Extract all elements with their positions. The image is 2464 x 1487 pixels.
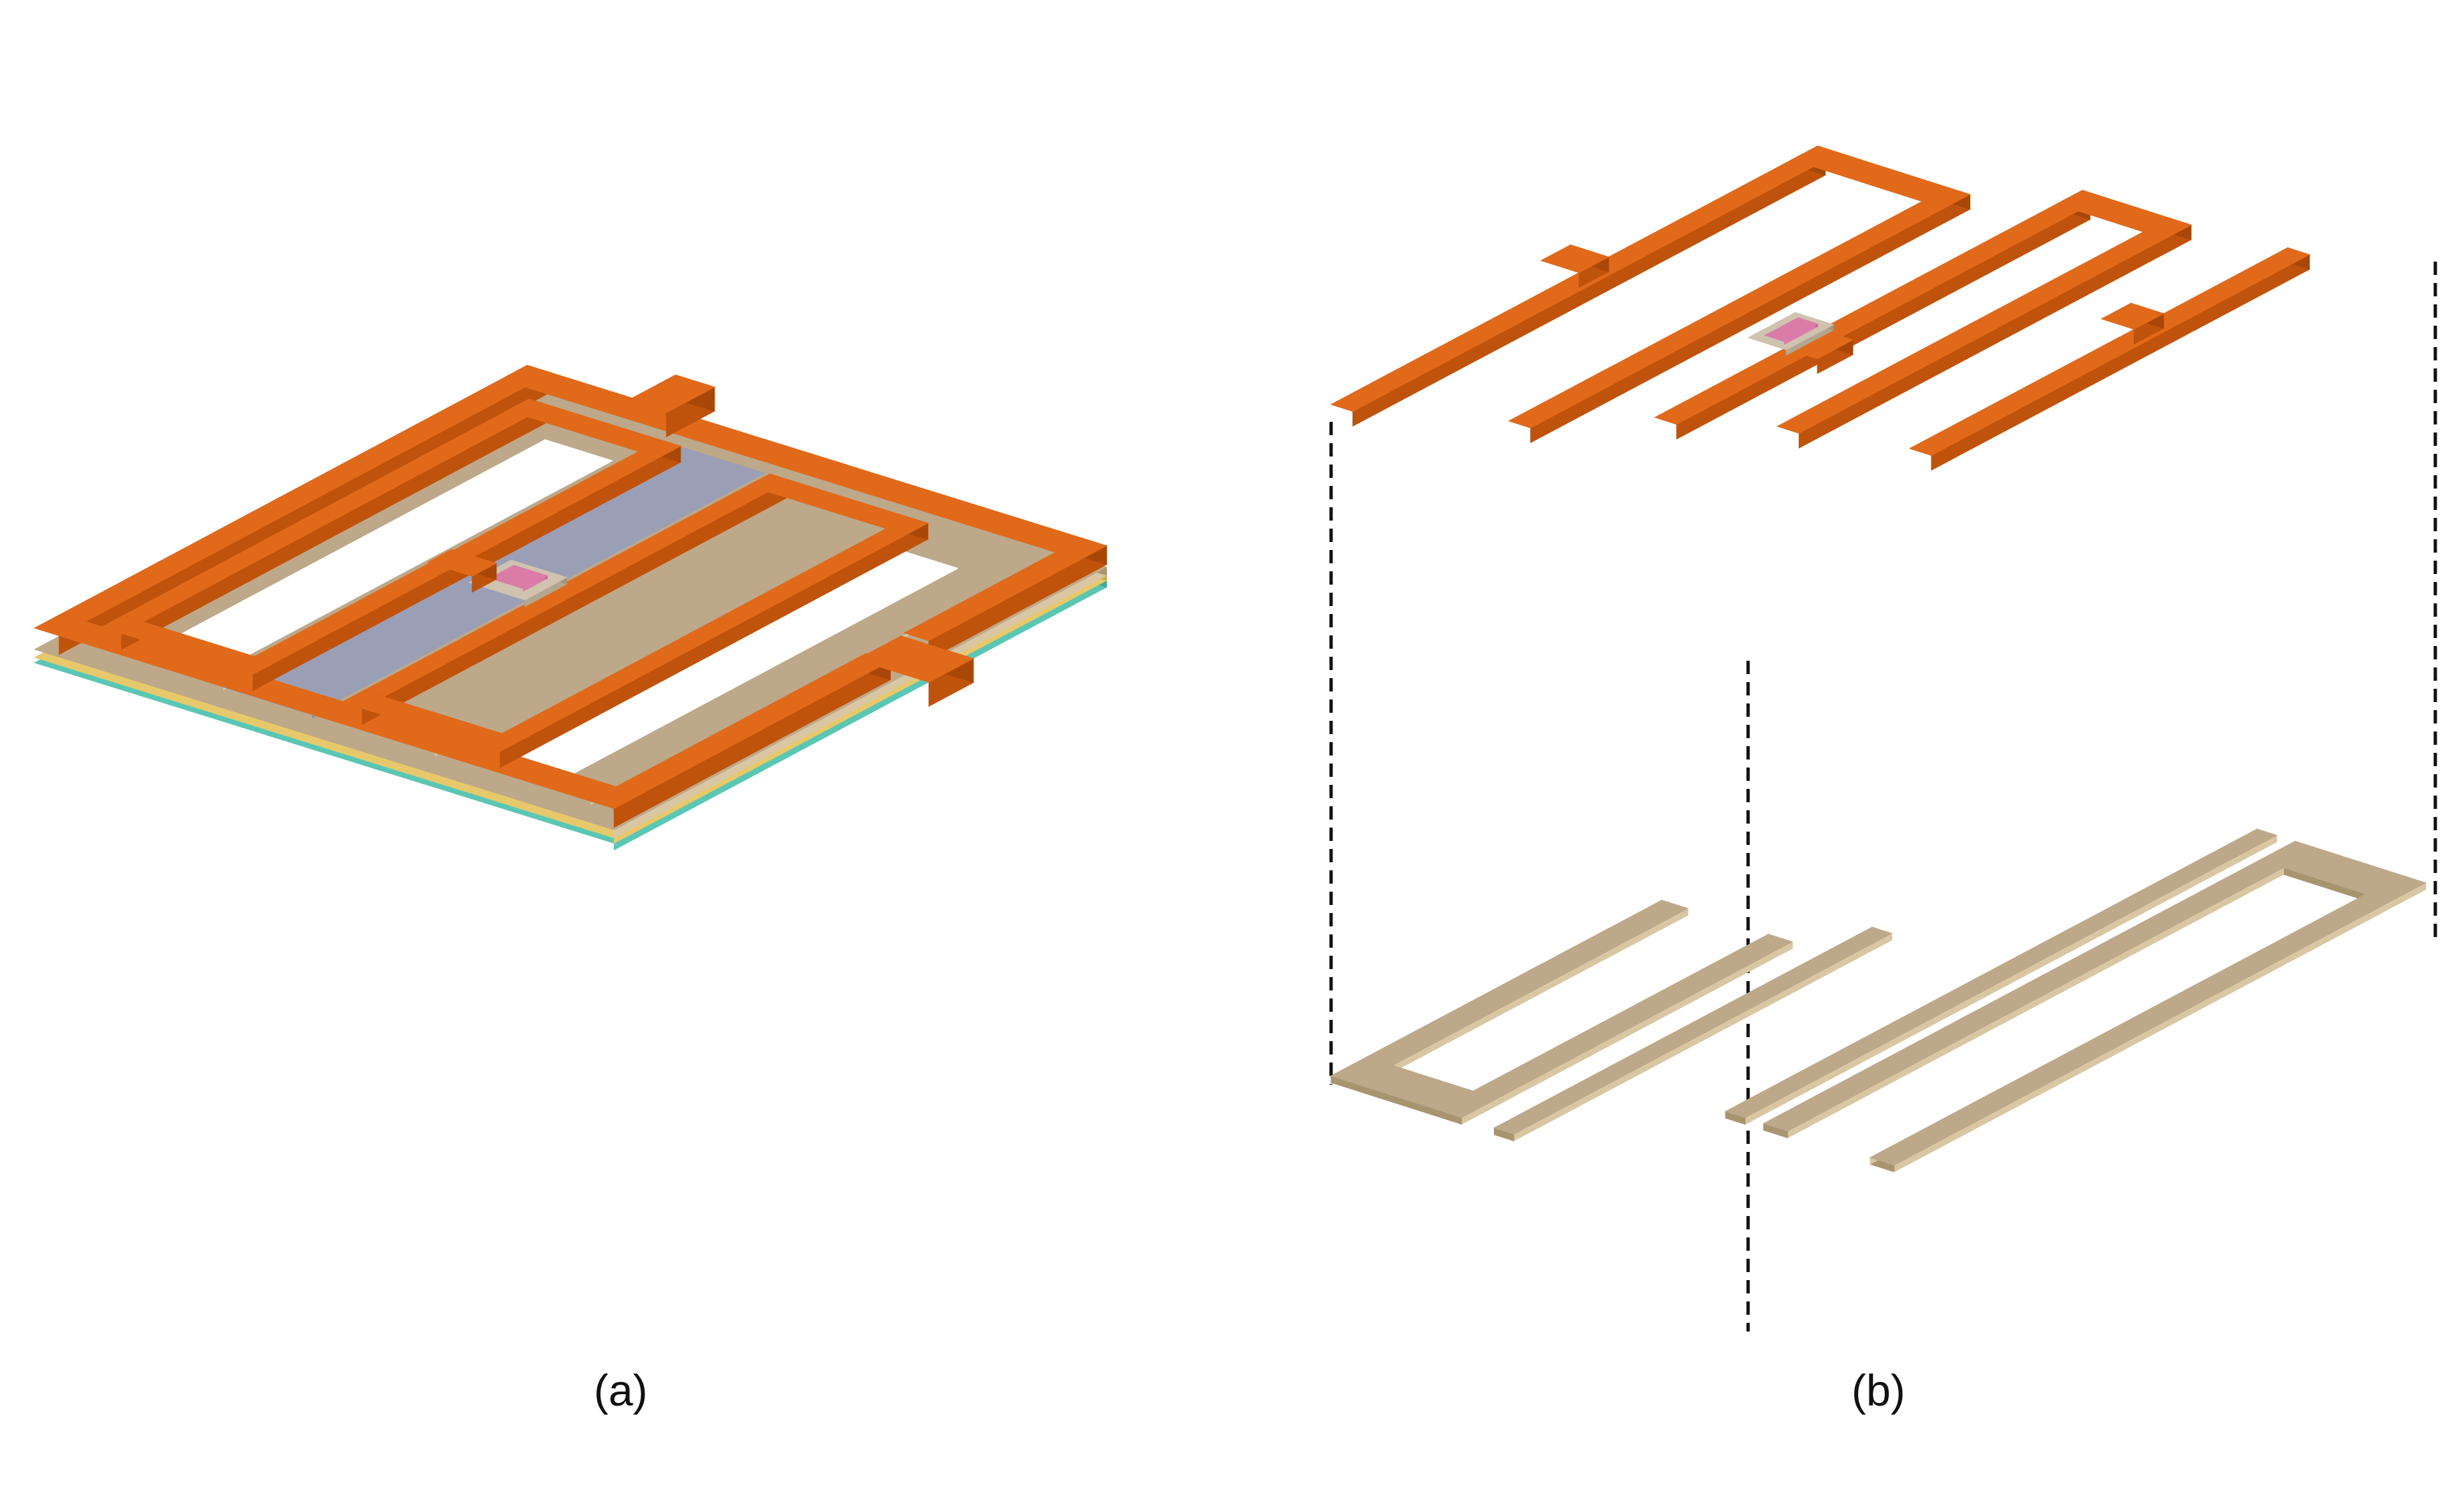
- feed-pad: [1763, 317, 1819, 345]
- center-tab: [426, 549, 497, 593]
- panel-b-exploded-structure: [1329, 145, 2437, 1331]
- trace-mid-return: [1776, 218, 2192, 449]
- outer-frame-front-seg: [903, 537, 1108, 660]
- trace-top-return: [1508, 187, 1971, 444]
- panel-a-assembled-structure: [33, 364, 1108, 851]
- substrate-lower-ring: [1763, 840, 2427, 1173]
- substrate-thin-strip-2: [1725, 828, 2278, 1125]
- tab-top: [1540, 244, 1610, 288]
- aperture-upper: [159, 439, 613, 667]
- outer-frame: [33, 364, 1108, 828]
- outer-frame-front-seg: [588, 653, 891, 828]
- trace-bottom: [1908, 247, 2311, 471]
- port-tab-right: [627, 374, 716, 438]
- inner-loop-lower: [341, 473, 929, 768]
- tab-bottom: [2100, 302, 2165, 345]
- substrate-thin-strip: [1493, 926, 1893, 1142]
- substrate-upper-ring: [1330, 899, 1793, 1125]
- port-tab-front: [855, 635, 975, 707]
- center-feed-pad: [488, 565, 548, 592]
- caption-b: (b): [1852, 1366, 1906, 1415]
- inner-loop-lower-front: [479, 517, 929, 768]
- caption-a: (a): [594, 1366, 648, 1415]
